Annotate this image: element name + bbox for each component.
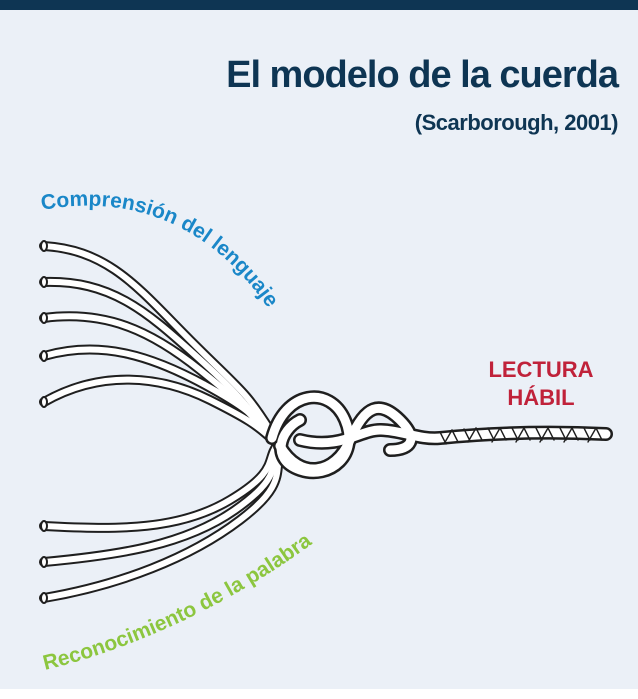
page-title: El modelo de la cuerda xyxy=(226,54,619,96)
lower-strand-label-text: Reconocimiento de la palabra xyxy=(41,529,316,675)
upper-strands xyxy=(39,240,281,447)
skilled-reading-line-2: HÁBIL xyxy=(507,385,575,410)
lower-strand-label: Reconocimiento de la palabra xyxy=(41,529,316,675)
lower-strands xyxy=(39,439,287,604)
skilled-reading-label: LECTURA HÁBIL xyxy=(478,356,604,412)
rope-body xyxy=(265,390,613,480)
skilled-reading-line-1: LECTURA xyxy=(488,357,594,382)
citation-subtitle: (Scarborough, 2001) xyxy=(414,110,619,135)
rope-illustration: Comprensión del lenguaje Reconocimiento … xyxy=(39,188,613,675)
